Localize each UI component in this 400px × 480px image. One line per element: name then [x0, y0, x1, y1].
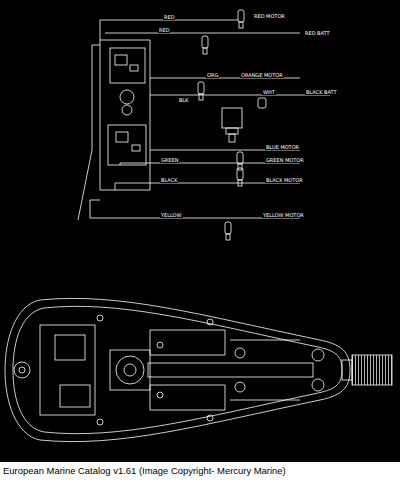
wire-label: RED MOTOR	[253, 13, 286, 19]
wire-label: WHT	[262, 89, 276, 95]
wire-label: GREEN	[160, 157, 179, 163]
wire-label: GREEN MOTOR	[265, 157, 305, 163]
wire-label: BLUE MOTOR	[265, 144, 300, 150]
wire-label: YELLOW	[160, 212, 183, 218]
wire-label: RED	[158, 27, 170, 33]
wire-label: BLACK	[160, 177, 178, 183]
wire-label: BLK	[178, 97, 190, 103]
wire-label: RED BATT	[304, 30, 331, 36]
caption-bar: European Marine Catalog v1.61 (Image Cop…	[0, 462, 400, 480]
wire-label: ORANGE MOTOR	[240, 72, 284, 78]
caption-text: European Marine Catalog v1.61 (Image Cop…	[0, 462, 400, 480]
wire-label: RED	[163, 14, 175, 20]
wire-label: ORG	[206, 72, 219, 78]
wire-label: BLACK MOTOR	[265, 177, 304, 183]
wire-label: BLACK BATT	[305, 89, 338, 95]
wire-label: YELLOW MOTOR	[262, 212, 305, 218]
